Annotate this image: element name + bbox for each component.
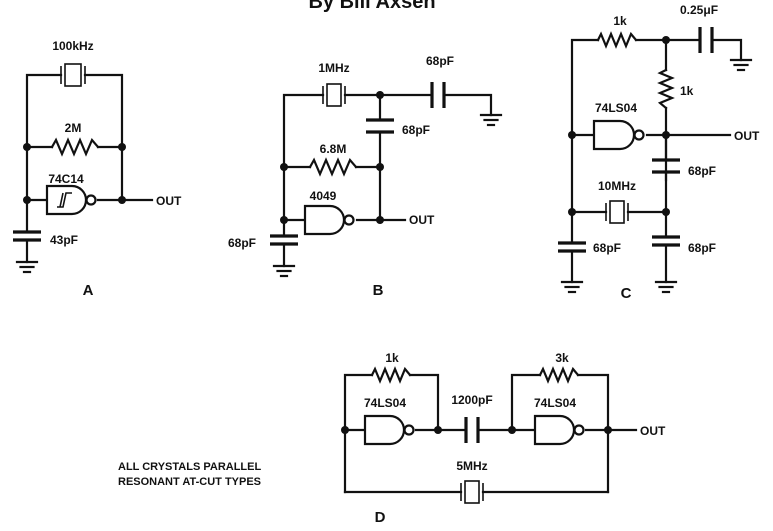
gate-right-label-d: 74LS04 xyxy=(534,396,576,410)
resistor-6-8m xyxy=(308,157,358,177)
crystal-label-a: 100kHz xyxy=(52,39,93,53)
resistor-top-label-c: 1k xyxy=(613,14,627,28)
resistor-label-a: 2M xyxy=(65,121,82,135)
gate-74ls04-d-left xyxy=(363,414,415,446)
out-label-b: OUT xyxy=(409,213,435,227)
capacitor-68pf-top xyxy=(430,82,446,108)
circuit-c: 1k 0.25μF 1k 74LS04 OUT 68pF xyxy=(558,3,760,302)
cap-mid-label-b: 68pF xyxy=(402,123,430,137)
circuit-d: 1k 74LS04 1200pF 3k 74LS04 OUT xyxy=(341,351,666,526)
out-label-d: OUT xyxy=(640,424,666,438)
gate-left-label-d: 74LS04 xyxy=(364,396,406,410)
crystal-1mhz xyxy=(322,83,346,107)
resistor-left-label-d: 1k xyxy=(385,351,399,365)
resistor-1k-right xyxy=(657,68,675,110)
crystal-label-b: 1MHz xyxy=(318,61,349,75)
gate-74ls04-c xyxy=(592,119,645,151)
gate-label-c: 74LS04 xyxy=(595,101,637,115)
capacitor-label-a: 43pF xyxy=(50,233,78,247)
capacitor-68pf-left xyxy=(270,234,298,246)
capacitor-68pf-left-c xyxy=(558,241,586,253)
gate-label-b: 4049 xyxy=(310,189,337,203)
cap-left-label-b: 68pF xyxy=(228,236,256,250)
capacitor-68pf-mid xyxy=(366,118,394,134)
resistor-right-label-d: 3k xyxy=(555,351,569,365)
resistor-label-b: 6.8M xyxy=(320,142,347,156)
circuit-label-d: D xyxy=(375,509,386,526)
capacitor-0-25uf xyxy=(698,27,714,53)
out-label-a: OUT xyxy=(156,194,182,208)
circuit-a: 100kHz 2M 74C14 OUT 43pF A xyxy=(13,39,182,299)
resistor-1k-top xyxy=(596,31,638,49)
note-line-1: ALL CRYSTALS PARALLEL xyxy=(118,461,261,473)
circuit-label-a: A xyxy=(83,282,94,299)
gate-label-a: 74C14 xyxy=(48,172,84,186)
circuit-b: 1MHz 68pF 68pF 6.8M 4049 OUT xyxy=(228,54,503,299)
crystal-5mhz xyxy=(460,480,484,504)
resistor-2m xyxy=(50,137,100,157)
cap-top-label-c: 0.25μF xyxy=(680,3,718,17)
byline: By Bill Axsen xyxy=(308,0,435,13)
gate-74c14 xyxy=(45,184,97,216)
capacitor-43pf xyxy=(13,230,41,242)
crystal-100khz xyxy=(60,63,86,87)
capacitor-label-d: 1200pF xyxy=(451,393,492,407)
crystal-label-c: 10MHz xyxy=(598,179,636,193)
resistor-3k-d xyxy=(538,366,580,384)
gate-4049 xyxy=(303,204,355,236)
circuit-label-c: C xyxy=(621,285,632,302)
circuit-label-b: B xyxy=(373,282,384,299)
resistor-right-label-c: 1k xyxy=(680,84,694,98)
cap-left-label-c: 68pF xyxy=(593,241,621,255)
capacitor-68pf-right-c xyxy=(652,235,680,247)
cap-top-label-b: 68pF xyxy=(426,54,454,68)
resistor-1k-d xyxy=(370,366,412,384)
cap-mid-label-c: 68pF xyxy=(688,164,716,178)
note-line-2: RESONANT AT-CUT TYPES xyxy=(118,476,261,488)
out-label-c: OUT xyxy=(734,129,760,143)
crystal-label-d: 5MHz xyxy=(456,459,487,473)
cap-right-label-c: 68pF xyxy=(688,241,716,255)
crystal-10mhz xyxy=(605,200,629,224)
gate-74ls04-d-right xyxy=(533,414,585,446)
capacitor-1200pf xyxy=(464,417,480,443)
